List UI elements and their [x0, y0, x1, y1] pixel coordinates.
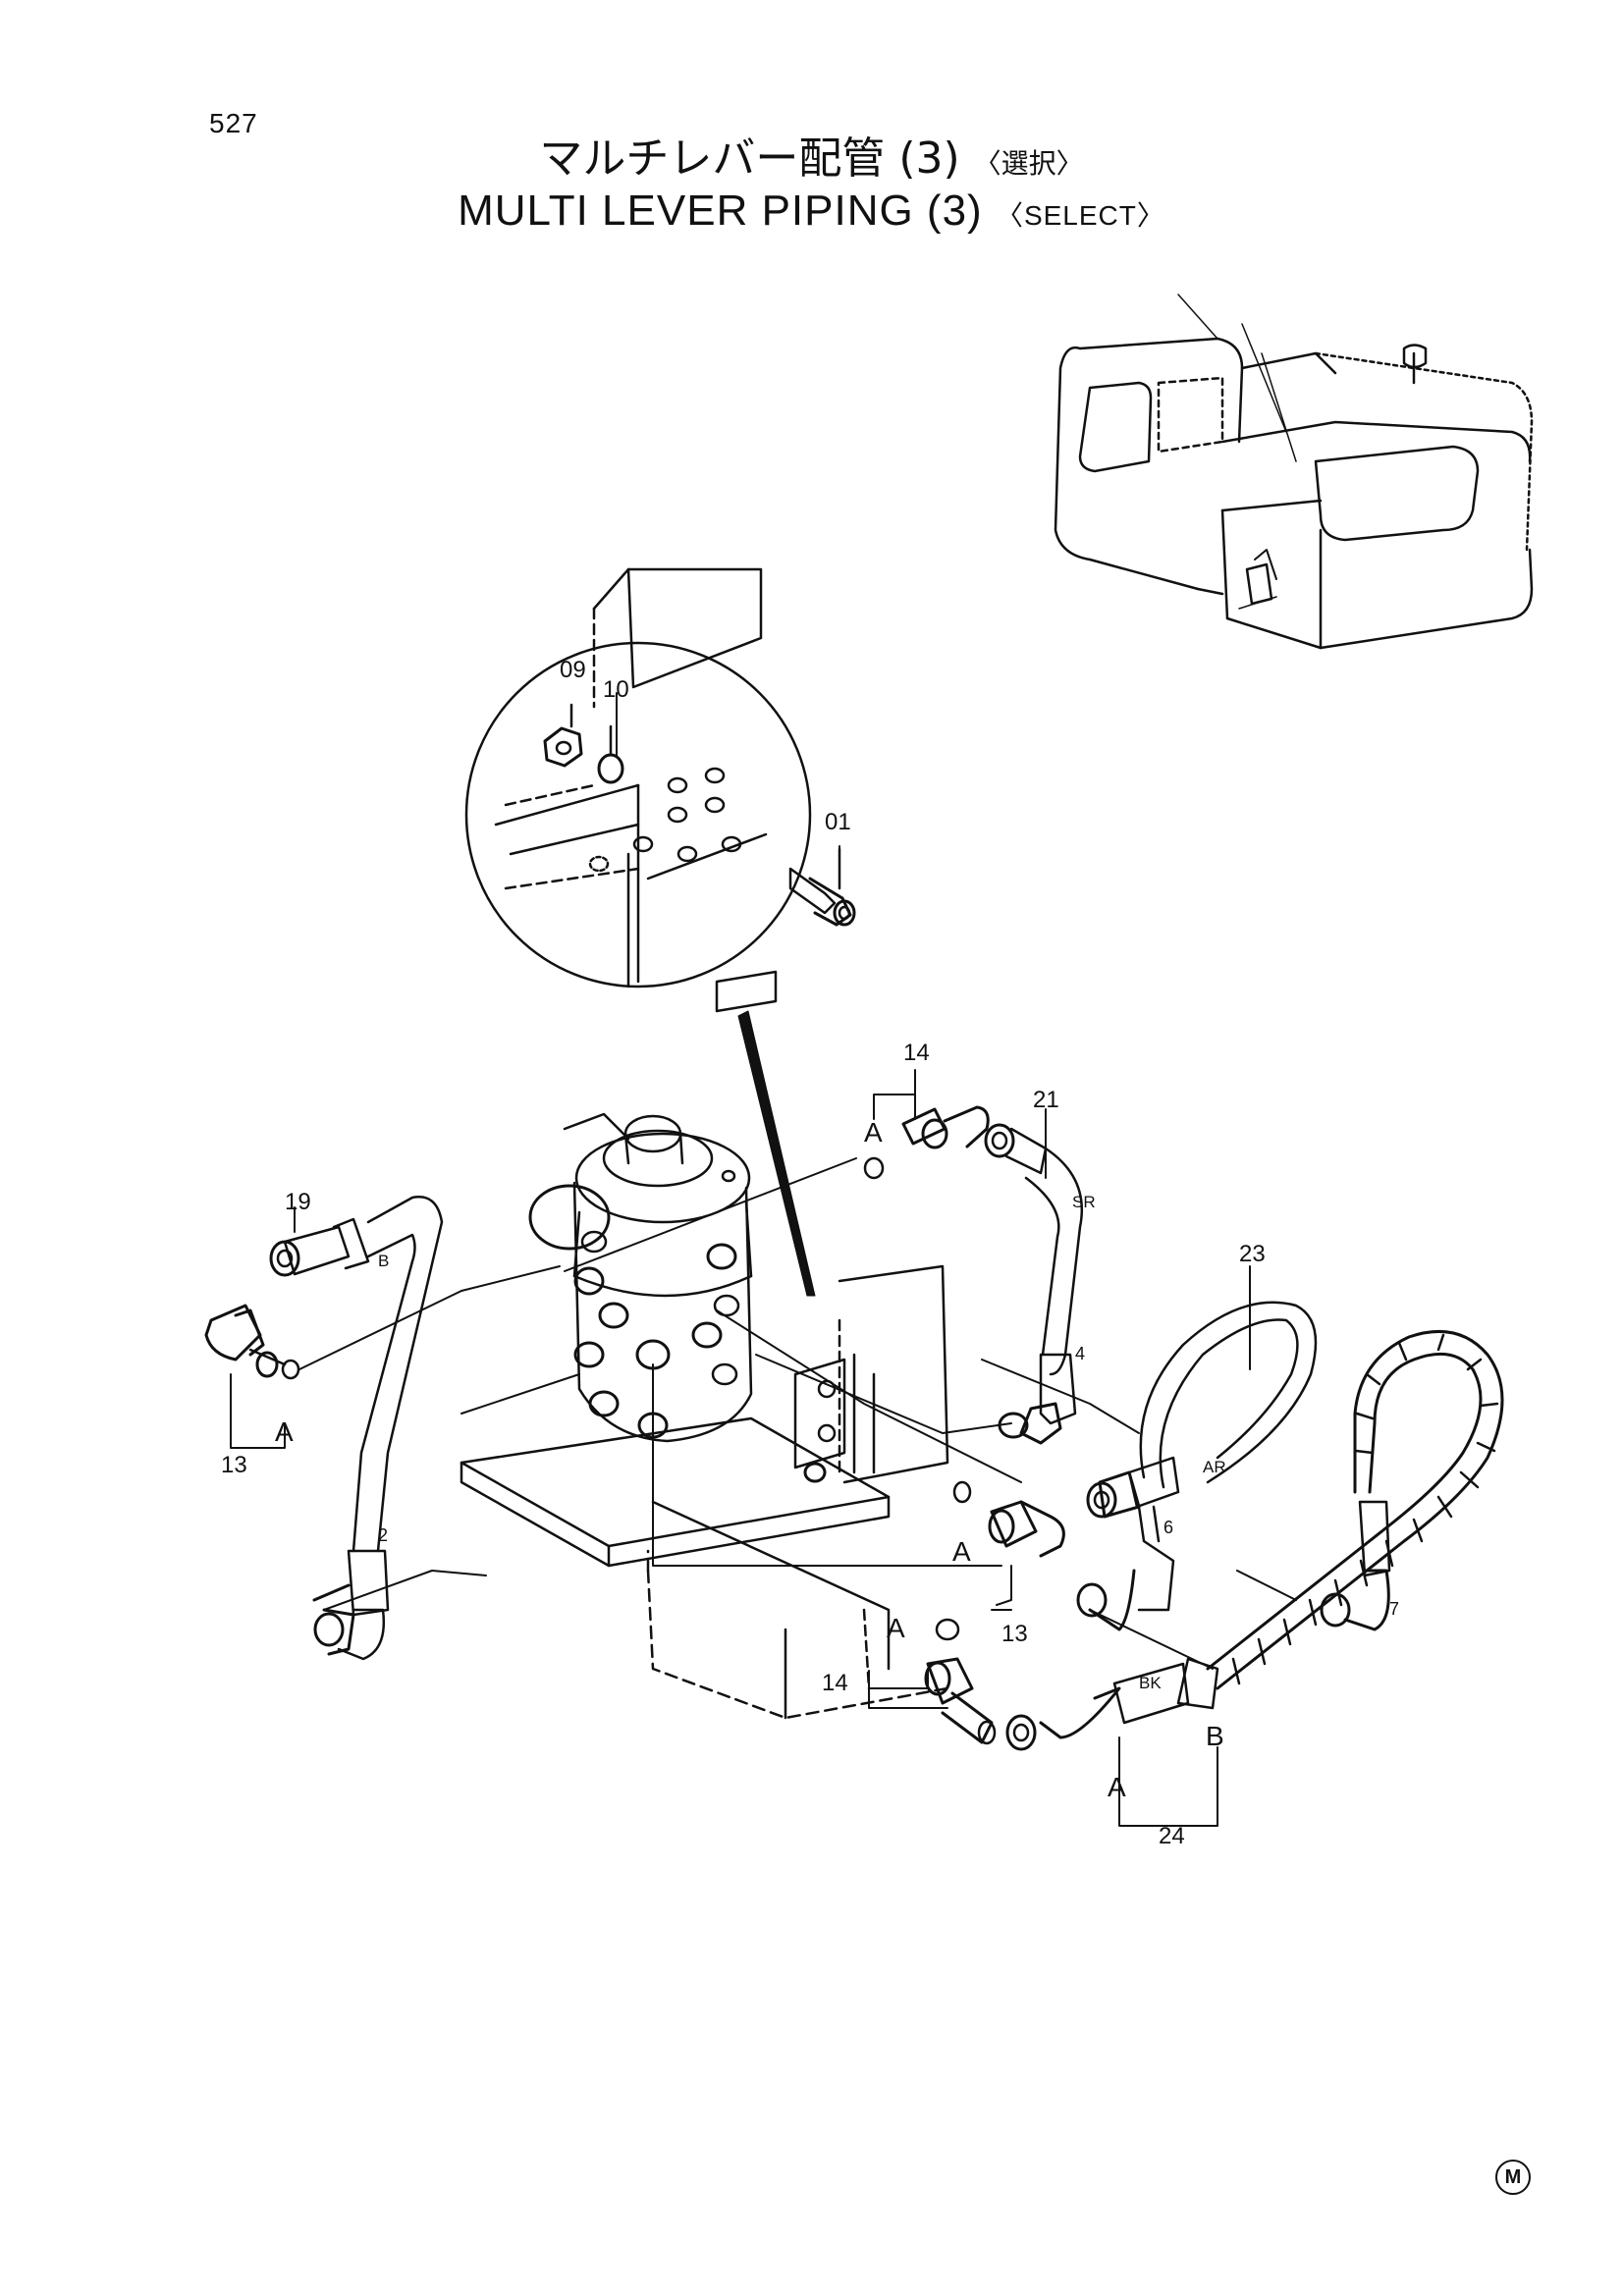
- page-title-japanese: マルチレバー配管 (3) 〈選択〉: [0, 123, 1623, 186]
- page-title-english: MULTI LEVER PIPING (3) 〈SELECT〉: [0, 187, 1623, 236]
- hose-number-2: 2: [378, 1525, 388, 1545]
- callout-10: 10: [603, 676, 629, 703]
- hose-assembly-4: [901, 1105, 1084, 1445]
- port-label-a-top: A: [864, 1117, 883, 1148]
- elbow-fitting-13: [716, 1309, 1065, 1558]
- manufacturer-mark: M: [1495, 2160, 1531, 2195]
- hose-tag-bk: BK: [1139, 1674, 1162, 1692]
- title-jp-text: マルチレバー配管 (3): [539, 133, 960, 184]
- callout-09: 09: [560, 657, 586, 683]
- hose-tag-b: B: [378, 1252, 389, 1270]
- callout-14-top: 14: [903, 1040, 930, 1066]
- port-label-a-hose: A: [1108, 1772, 1126, 1802]
- hose-number-7: 7: [1389, 1599, 1399, 1619]
- hose-tag-ar: AR: [1203, 1458, 1226, 1476]
- callout-19: 19: [285, 1189, 311, 1215]
- mounting-bracket: [460, 1264, 949, 1720]
- port-label-a-left: A: [275, 1416, 294, 1447]
- detail-view-circle: [464, 567, 856, 1013]
- hose-assembly-6: [1076, 1301, 1318, 1631]
- excavator-overview-illustration: [1054, 294, 1534, 650]
- title-en-text: MULTI LEVER PIPING (3): [458, 187, 983, 235]
- page-number: 527: [209, 108, 258, 138]
- detail-pointer: [737, 1010, 816, 1297]
- port-label-a-bottom: A: [887, 1613, 905, 1643]
- leader-line: [298, 1265, 561, 1370]
- elbow-fitting-14-bottom: [924, 1618, 997, 1745]
- hose-tag-sr: SR: [1072, 1193, 1096, 1211]
- callout-23: 23: [1239, 1241, 1266, 1267]
- hose-number-4: 4: [1075, 1344, 1085, 1363]
- port-label-a-mid: A: [952, 1536, 971, 1567]
- hose-assembly-2: [204, 1196, 444, 1661]
- hose-assembly-24: [1005, 1329, 1504, 1751]
- leader-lines: [323, 1354, 1297, 1670]
- callout-24: 24: [1159, 1823, 1185, 1849]
- callout-leaders: [230, 692, 1251, 1827]
- multi-lever-valve: [528, 1112, 753, 1443]
- callout-21: 21: [1033, 1087, 1059, 1113]
- callout-14-bottom: 14: [822, 1670, 848, 1696]
- callout-13-left: 13: [221, 1452, 247, 1478]
- part-callouts: 09 10 01 14 21 19 23 13 13 14 24 A A A A…: [221, 657, 1399, 1849]
- leader-line: [564, 1157, 857, 1272]
- title-en-suffix: 〈SELECT〉: [995, 200, 1165, 231]
- callout-01: 01: [825, 809, 851, 835]
- callout-13-mid: 13: [1001, 1621, 1028, 1647]
- title-jp-suffix: 〈選択〉: [973, 147, 1084, 180]
- o-ring-a-top: [863, 1156, 885, 1180]
- port-label-b-hose: B: [1206, 1721, 1224, 1751]
- hose-number-6: 6: [1163, 1518, 1173, 1537]
